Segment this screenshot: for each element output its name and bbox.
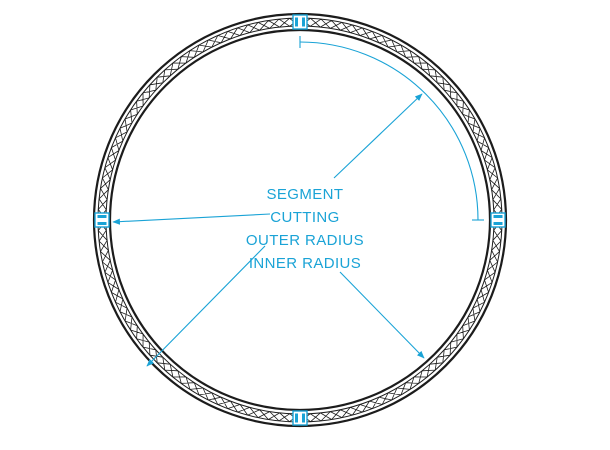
truss-outer-edge	[92, 12, 508, 428]
label-cutting: CUTTING	[270, 209, 340, 226]
outer-radius-leader-line	[146, 245, 266, 367]
segment-joint-top	[292, 14, 308, 30]
segment-joint-bottom	[292, 410, 308, 426]
dimension-annotations	[112, 36, 484, 367]
cutting-leader-line	[112, 213, 271, 225]
truss-inner-edge	[108, 28, 492, 412]
label-inner-radius: INNER RADIUS	[248, 255, 362, 272]
segment-arc-dimension	[299, 41, 479, 221]
segment-joint-left	[94, 212, 110, 228]
label-outer-radius: OUTER RADIUS	[245, 232, 365, 249]
inner-radius-leader-line	[339, 271, 425, 359]
segment-joint-right	[490, 212, 506, 228]
label-segment: SEGMENT	[266, 186, 344, 203]
segment-joints	[94, 14, 506, 426]
segment-leader-line	[333, 93, 423, 179]
